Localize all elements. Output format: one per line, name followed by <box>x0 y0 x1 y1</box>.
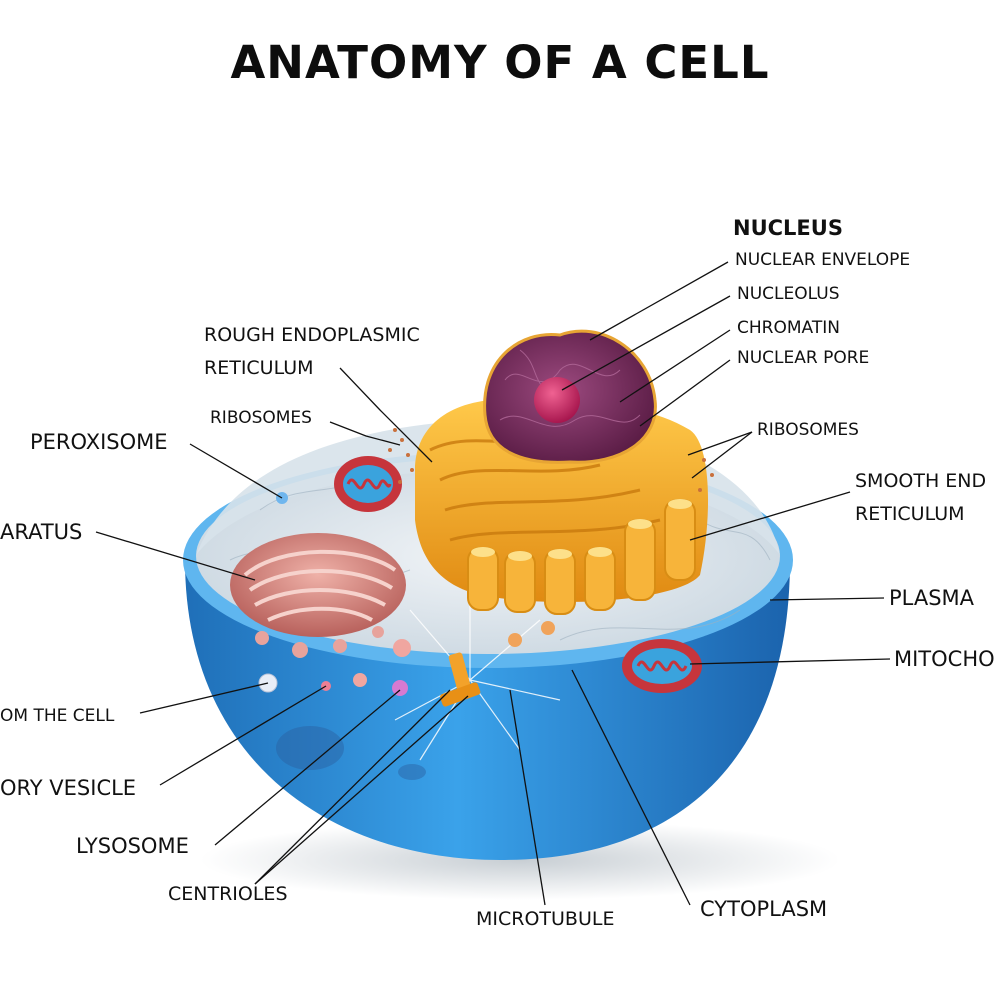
label-ribosomes-left: RIBOSOMES <box>210 408 312 428</box>
nucleolus <box>534 377 580 423</box>
label-centrioles: CENTRIOLES <box>168 883 288 905</box>
label-lysosome: LYSOSOME <box>76 834 189 858</box>
label-nucleus: NUCLEUS <box>733 216 843 240</box>
label-smooth-er-line1: SMOOTH END <box>855 470 987 492</box>
cell-shadow <box>200 820 840 900</box>
label-plasma-membrane: PLASMA <box>889 586 975 610</box>
endoplasmic-reticulum <box>415 399 709 615</box>
diagram-title: ANATOMY OF A CELL <box>230 36 770 89</box>
label-smooth-er-line2: RETICULUM <box>855 503 965 525</box>
ribosome-dots <box>388 428 714 492</box>
label-nuclear-pore: NUCLEAR PORE <box>737 348 870 368</box>
centrioles <box>439 652 481 707</box>
label-chromatin: CHROMATIN <box>737 318 840 338</box>
label-nuclear-envelope: NUCLEAR ENVELOPE <box>735 250 911 270</box>
leader-lines <box>95 261 891 906</box>
mitochondrion-right <box>622 639 702 693</box>
label-cytoplasm: CYTOPLASM <box>700 897 828 921</box>
label-from-the-cell: OM THE CELL <box>0 706 115 726</box>
label-microtubule: MICROTUBULE <box>476 908 615 930</box>
label-rough-er-line2: RETICULUM <box>204 357 314 379</box>
label-secretory-vesicle: ORY VESICLE <box>0 776 137 800</box>
nucleus <box>483 329 657 464</box>
golgi-apparatus <box>230 533 406 658</box>
mitochondrion-left <box>334 456 402 512</box>
mitochondrion-inner <box>276 726 426 780</box>
label-rough-er-line1: ROUGH ENDOPLASMIC <box>204 324 420 346</box>
label-peroxisome: PEROXISOME <box>30 430 168 454</box>
label-nucleolus: NUCLEOLUS <box>737 284 840 304</box>
label-mitochondria: MITOCHO <box>894 647 995 671</box>
label-golgi-apparatus: ARATUS <box>0 520 83 544</box>
label-ribosomes-right: RIBOSOMES <box>757 420 859 440</box>
